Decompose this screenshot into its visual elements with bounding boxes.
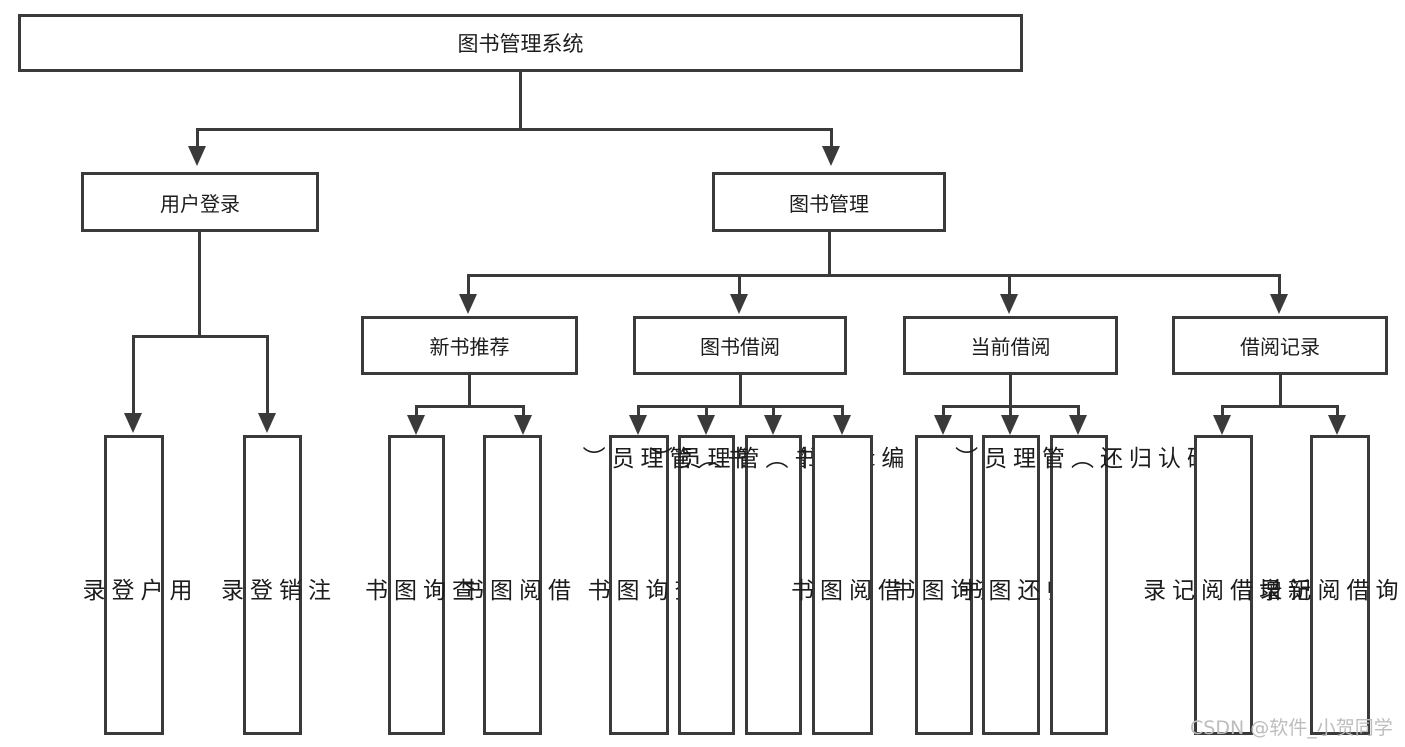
node-leaf-borrow-book-1[interactable]: 借 阅 图 书 (457, 435, 569, 735)
connector-cb-child-3 (1077, 405, 1080, 417)
arrow-root-to-user-login (188, 146, 206, 166)
arrow-to-book-borrow (730, 294, 748, 314)
connector-to-new-book-recommend (467, 274, 470, 296)
arrow-to-leaf-query-book-3 (934, 415, 952, 435)
connector-book-borrow-bar (637, 405, 844, 408)
arrow-to-leaf-return-book (1001, 415, 1019, 435)
node-leaf-query-book-1[interactable]: 查 询 图 书 (361, 435, 473, 735)
connector-user-login-left (132, 335, 135, 415)
connector-borrow-record-stem (1279, 375, 1282, 407)
connector-root-stem (519, 72, 522, 130)
node-leaf-user-login[interactable]: 用 户 登 录 (78, 435, 191, 735)
node-label: 查 询 图 书 (360, 577, 474, 601)
connector-br-child-2 (1336, 405, 1339, 417)
connector-book-management-bar (467, 274, 1281, 277)
node-leaf-add-borrow-record[interactable]: 新 增 借 阅 记 录 (1139, 435, 1309, 735)
node-label: 借 阅 图 书 (786, 577, 900, 601)
node-label: 新书推荐 (429, 335, 510, 359)
arrow-root-to-book-management (822, 146, 840, 166)
connector-to-current-borrow (1008, 274, 1011, 296)
node-leaf-edit-book-admin[interactable]: 编 辑 图 书 （ 管 理 员 ） (645, 435, 903, 735)
connector-root-bar (196, 128, 833, 131)
connector-br-child-1 (1221, 405, 1224, 417)
arrow-to-leaf-user-login (124, 413, 142, 433)
csdn-watermark: CSDN @软件_小贺同学 (1190, 717, 1393, 739)
connector-nbr-child-2 (522, 405, 525, 417)
arrow-to-leaf-query-borrow-record (1328, 415, 1346, 435)
connector-to-book-borrow (738, 274, 741, 296)
node-label: 当前借阅 (970, 335, 1051, 359)
node-label: 图书管理系统 (457, 32, 584, 56)
node-user-login[interactable]: 用户登录 (81, 172, 319, 232)
node-book-borrow[interactable]: 图书借阅 (633, 316, 847, 375)
node-leaf-confirm-return-admin[interactable]: 确 认 归 还 （ 管 理 员 ） (951, 435, 1208, 735)
connector-book-borrow-stem (739, 375, 742, 407)
node-book-management-system[interactable]: 图书管理系统 (18, 14, 1023, 72)
connector-root-to-user-login (196, 128, 199, 148)
connector-user-login-right (266, 335, 269, 415)
node-new-book-recommend[interactable]: 新书推荐 (361, 316, 578, 375)
connector-cb-child-1 (942, 405, 945, 417)
connector-new-book-recommend-stem (468, 375, 471, 407)
connector-bb-child-3 (772, 405, 775, 417)
arrow-to-leaf-edit-book-admin (764, 415, 782, 435)
node-label: 注 销 登 录 (216, 577, 330, 601)
node-book-management[interactable]: 图书管理 (712, 172, 946, 232)
node-leaf-user-logout[interactable]: 注 销 登 录 (217, 435, 329, 735)
node-label: 图书管理 (789, 191, 869, 216)
node-label: 查 询 借 阅 记 录 (1255, 577, 1405, 601)
node-leaf-query-borrow-record[interactable]: 查 询 借 阅 记 录 (1255, 435, 1405, 735)
node-label: 确 认 归 还 （ 管 理 员 ） (950, 446, 1209, 469)
connector-bb-child-1 (637, 405, 640, 417)
connector-current-borrow-stem (1009, 375, 1012, 407)
arrow-to-current-borrow (1000, 294, 1018, 314)
node-label: 新 增 借 阅 记 录 (1138, 577, 1310, 601)
arrow-to-leaf-borrow-book-1 (514, 415, 532, 435)
arrow-to-leaf-confirm-return-admin (1069, 415, 1087, 435)
node-leaf-query-book-2[interactable]: 查 询 图 书 (583, 435, 696, 735)
node-label: 图书借阅 (700, 335, 780, 359)
node-label: 用 户 登 录 (78, 577, 191, 601)
arrow-to-leaf-add-book-admin (697, 415, 715, 435)
arrow-to-leaf-query-book-2 (629, 415, 647, 435)
connector-user-login-stem (198, 232, 201, 337)
node-label: 借阅记录 (1240, 335, 1320, 359)
arrow-to-borrow-record (1270, 294, 1288, 314)
connector-borrow-record-bar (1221, 405, 1339, 408)
connector-bb-child-4 (841, 405, 844, 417)
connector-cb-child-2 (1009, 405, 1012, 417)
node-label: 用户登录 (160, 191, 240, 216)
arrow-to-new-book-recommend (459, 294, 477, 314)
arrow-to-leaf-query-book-1 (407, 415, 425, 435)
node-label: 借 阅 图 书 (456, 577, 570, 601)
connector-to-borrow-record (1278, 274, 1281, 296)
node-leaf-return-book[interactable]: 归 还 图 书 (955, 435, 1068, 735)
arrow-to-leaf-borrow-book-2 (833, 415, 851, 435)
connector-root-to-book-management (830, 128, 833, 148)
connector-nbr-child-1 (415, 405, 418, 417)
node-borrow-record[interactable]: 借阅记录 (1172, 316, 1388, 375)
arrow-to-leaf-add-borrow-record (1213, 415, 1231, 435)
arrow-to-leaf-user-logout (258, 413, 276, 433)
node-current-borrow[interactable]: 当前借阅 (903, 316, 1118, 375)
node-leaf-query-book-3[interactable]: 查 询 图 书 (888, 435, 1001, 735)
node-leaf-borrow-book-2[interactable]: 借 阅 图 书 (787, 435, 899, 735)
connector-book-management-stem (828, 232, 831, 276)
connector-new-book-recommend-bar (415, 405, 525, 408)
connector-user-login-bar (132, 335, 269, 338)
connector-bb-child-2 (705, 405, 708, 417)
